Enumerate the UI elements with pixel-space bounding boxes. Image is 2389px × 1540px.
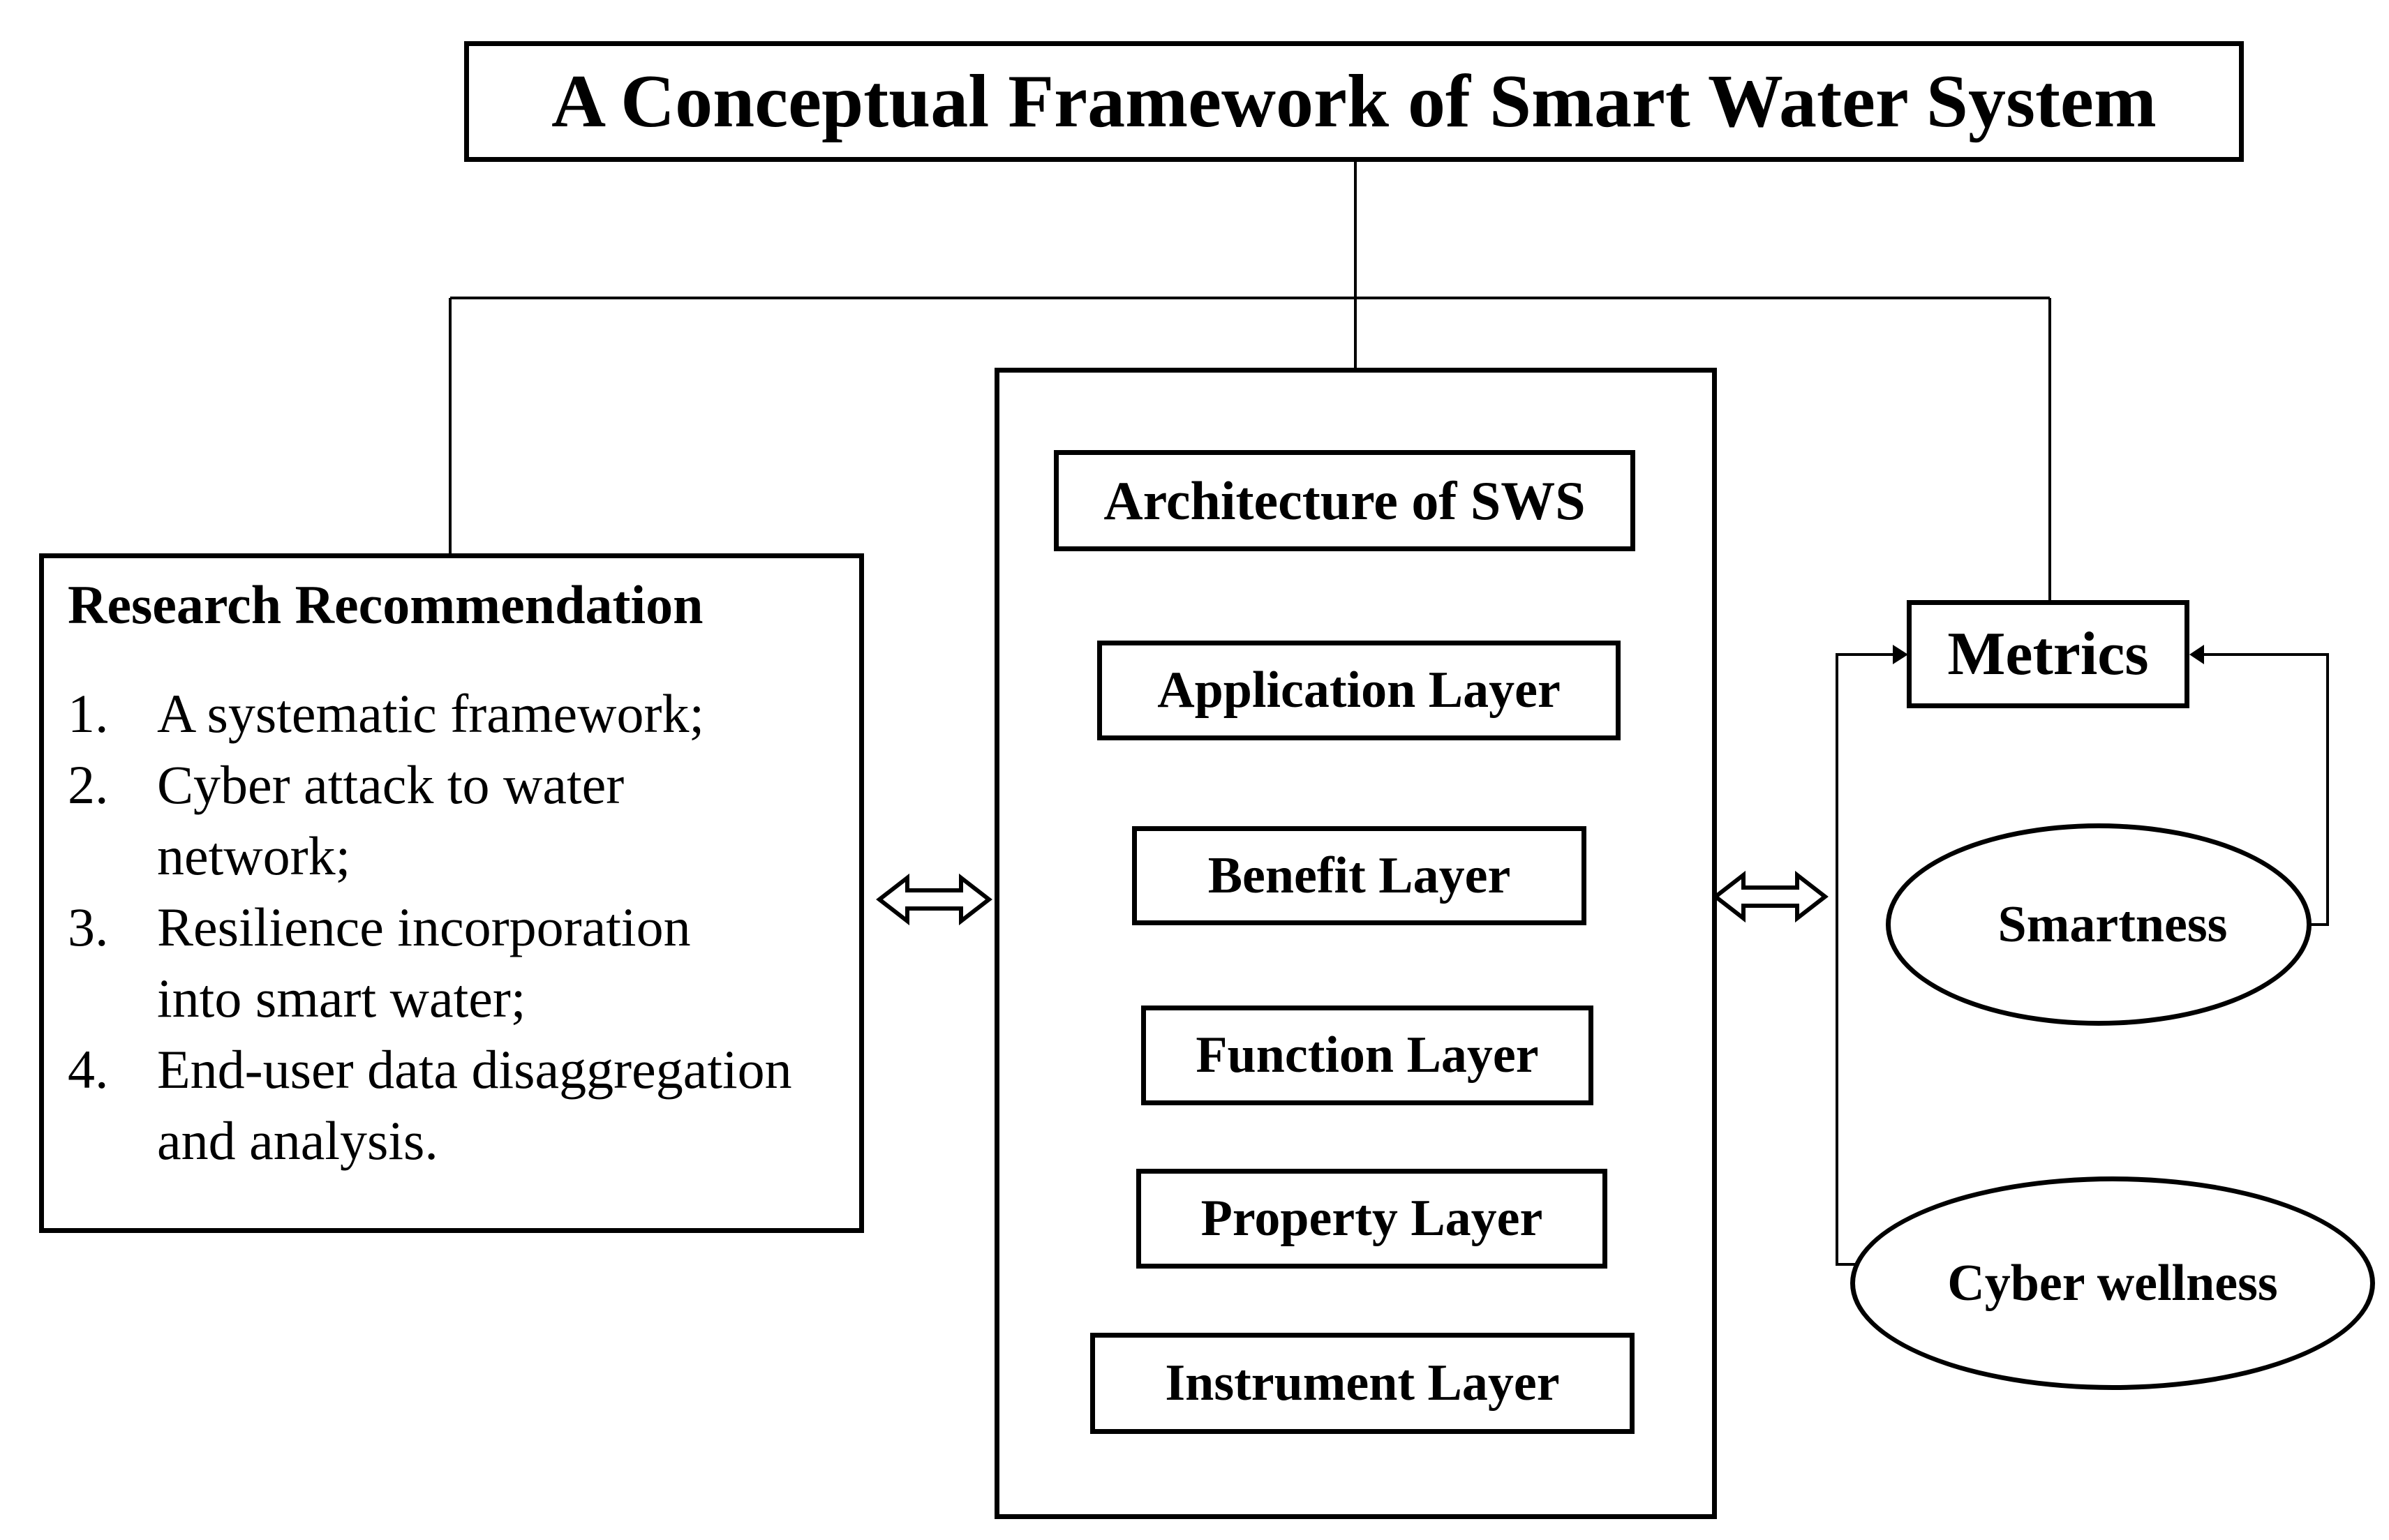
left-double-arrow <box>876 873 992 926</box>
layer-benefit-label: Benefit Layer <box>1207 846 1511 904</box>
layer-function: Function Layer <box>1141 1006 1593 1105</box>
research-heading: Research Recommendation <box>68 574 704 635</box>
layer-benefit: Benefit Layer <box>1132 826 1586 925</box>
diagram-title-text: A Conceptual Framework of Smart Water Sy… <box>551 59 2157 143</box>
list-item: 4. End-user data disaggregation and anal… <box>68 1034 835 1176</box>
layer-instrument: Instrument Layer <box>1090 1333 1635 1434</box>
architecture-frame <box>995 368 1717 1519</box>
metrics-right-bracket <box>2189 645 2329 926</box>
diagram-title: A Conceptual Framework of Smart Water Sy… <box>464 41 2244 162</box>
list-item: 2. Cyber attack to water network; <box>68 749 835 892</box>
list-item-number: 4. <box>68 1038 109 1100</box>
list-item-text: Cyber attack to water network; <box>157 754 625 886</box>
list-item: 1. A systematic framework; <box>68 678 835 749</box>
layer-architecture-label: Architecture of SWS <box>1103 470 1586 531</box>
layer-application-label: Application Layer <box>1157 661 1561 719</box>
layer-instrument-label: Instrument Layer <box>1165 1354 1560 1412</box>
list-item-number: 3. <box>68 896 109 957</box>
list-item-text: End-user data disaggregation and analysi… <box>157 1038 792 1171</box>
layer-application: Application Layer <box>1097 641 1621 740</box>
metrics-label: Metrics <box>1947 620 2149 688</box>
layer-function-label: Function Layer <box>1196 1026 1539 1084</box>
metrics-left-bracket <box>1836 645 1908 1266</box>
layer-architecture: Architecture of SWS <box>1054 450 1635 551</box>
list-item-text: Resilience incorporation into smart wate… <box>157 896 691 1029</box>
layer-property-label: Property Layer <box>1200 1190 1543 1247</box>
list-item: 3. Resilience incorporation into smart w… <box>68 892 835 1034</box>
cyber-wellness-ellipse: Cyber wellness <box>1850 1176 2375 1390</box>
smartness-label: Smartness <box>1997 895 2228 953</box>
list-item-number: 1. <box>68 682 109 744</box>
title-tree-connector <box>449 162 2051 600</box>
research-recommendation-box: Research Recommendation 1. A systematic … <box>39 553 864 1233</box>
smartness-ellipse: Smartness <box>1886 823 2312 1026</box>
metrics-box: Metrics <box>1907 600 2189 708</box>
list-item-text: A systematic framework; <box>157 682 705 744</box>
research-list: 1. A systematic framework; 2. Cyber atta… <box>68 678 835 1176</box>
cyber-wellness-label: Cyber wellness <box>1947 1254 2278 1312</box>
layer-property: Property Layer <box>1136 1169 1607 1269</box>
list-item-number: 2. <box>68 754 109 815</box>
right-double-arrow <box>1712 870 1829 923</box>
